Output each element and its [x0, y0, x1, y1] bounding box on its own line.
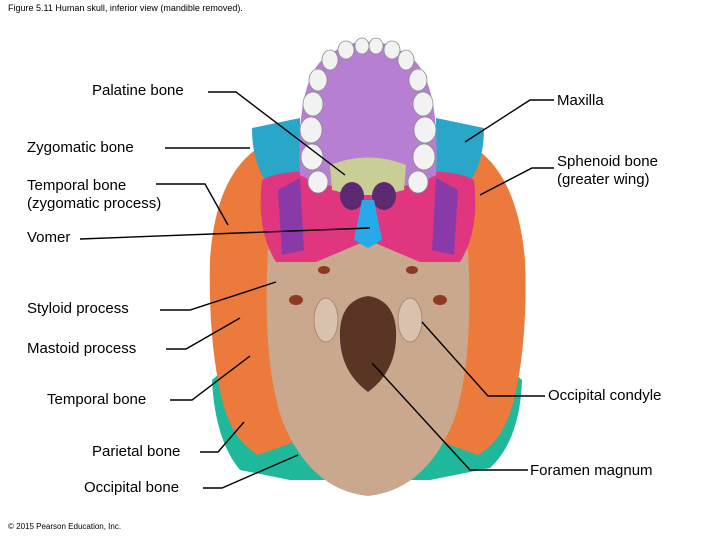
- copyright-notice: © 2015 Pearson Education, Inc.: [8, 522, 122, 531]
- label-mastoid-process: Mastoid process: [27, 340, 137, 357]
- label-parietal-bone: Parietal bone: [92, 443, 181, 460]
- label-temporal-bone: Temporal bone: [47, 391, 147, 408]
- foramina: [289, 266, 447, 305]
- label-sphenoid-bone: Sphenoid bone (greater wing): [557, 153, 658, 188]
- choana-left: [340, 182, 364, 210]
- label-foramen-magnum: Foramen magnum: [530, 462, 653, 479]
- label-maxilla: Maxilla: [557, 92, 604, 109]
- teeth: [299, 37, 437, 194]
- label-vomer: Vomer: [27, 229, 71, 246]
- label-palatine-bone: Palatine bone: [92, 82, 184, 99]
- label-occipital-condyle: Occipital condyle: [548, 387, 662, 404]
- occipital-condyle-right: [397, 297, 423, 343]
- choana-right: [372, 182, 396, 210]
- label-styloid-process: Styloid process: [27, 300, 129, 317]
- palatine-bone-region: [330, 157, 406, 195]
- label-occipital-bone: Occipital bone: [84, 479, 180, 496]
- sphenoid-purple-left: [278, 178, 304, 255]
- label-temporal-zygomatic-process: Temporal bone (zygomatic process): [27, 177, 162, 212]
- label-zygomatic-bone: Zygomatic bone: [27, 139, 134, 156]
- occipital-condyle-left: [313, 297, 339, 343]
- figure-caption: Figure 5.11 Human skull, inferior view (…: [8, 3, 243, 13]
- sphenoid-purple-right: [432, 178, 458, 255]
